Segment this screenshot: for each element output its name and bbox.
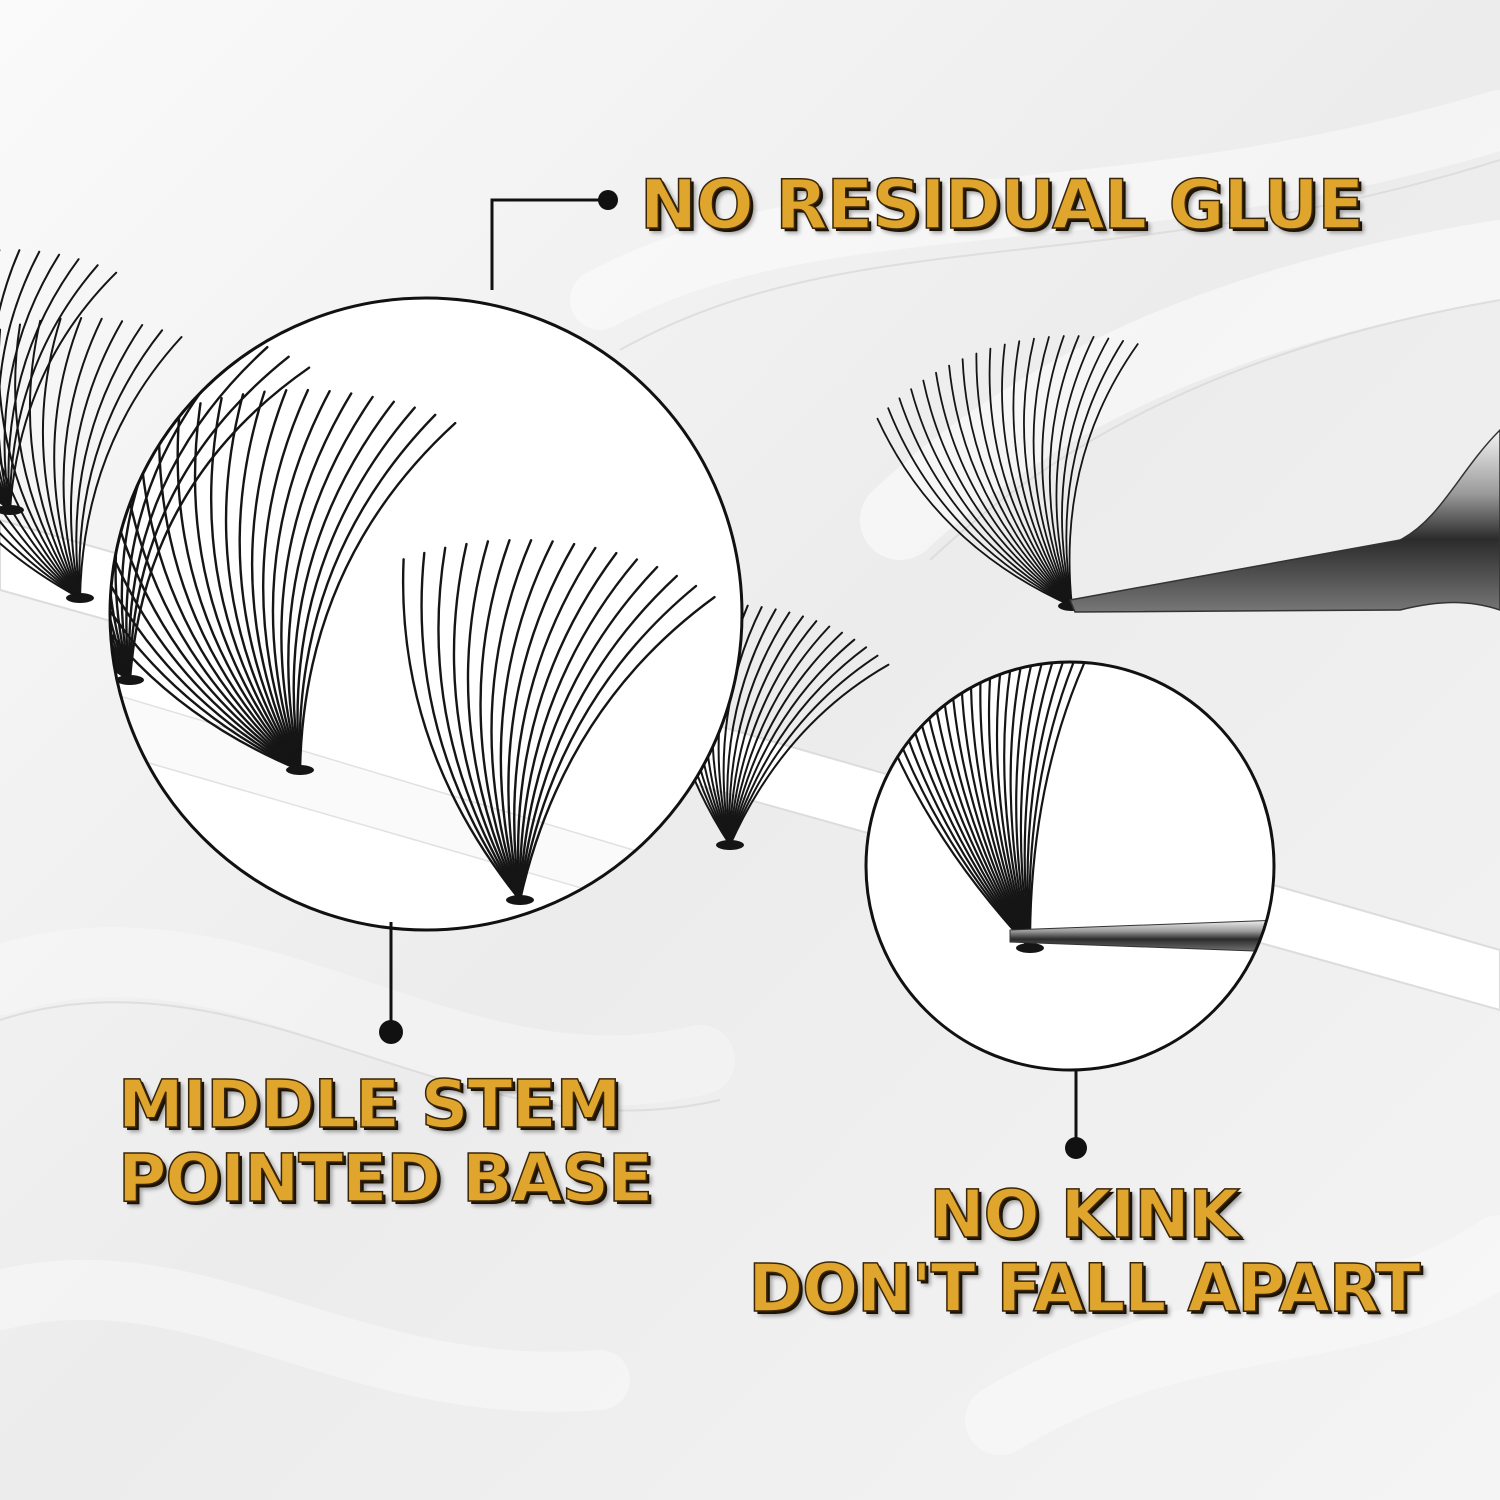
tweezer-small xyxy=(1009,919,1274,953)
lash-fan-left-2 xyxy=(0,249,118,515)
callout-label-no-kink: NO KINK DON'T FALL APART xyxy=(742,1176,1426,1327)
callout-dot-residual xyxy=(598,190,618,210)
silk-folds xyxy=(0,90,1500,1455)
callout-label-residual-glue: NO RESIDUAL GLUE xyxy=(639,166,1365,245)
callout-line-1: MIDDLE STEM xyxy=(117,1066,622,1143)
callout-line-2: POINTED BASE xyxy=(117,1139,654,1217)
lash-fan-zoom-3 xyxy=(401,539,716,905)
callout-line-1: NO KINK xyxy=(929,1176,1241,1253)
callout-label-middle-stem: MIDDLE STEM POINTED BASE xyxy=(117,1066,654,1217)
zoom-circle-kink xyxy=(864,660,1276,1072)
tweezer-large xyxy=(1068,428,1500,613)
lash-fan-left xyxy=(0,317,183,603)
callout-dot-middle xyxy=(379,1020,403,1044)
lash-fan-zoom-1 xyxy=(110,388,457,775)
callout-line-2: DON'T FALL APART xyxy=(748,1249,1422,1327)
callout-line-residual xyxy=(490,198,606,290)
callout-dot-kink xyxy=(1065,1137,1087,1159)
